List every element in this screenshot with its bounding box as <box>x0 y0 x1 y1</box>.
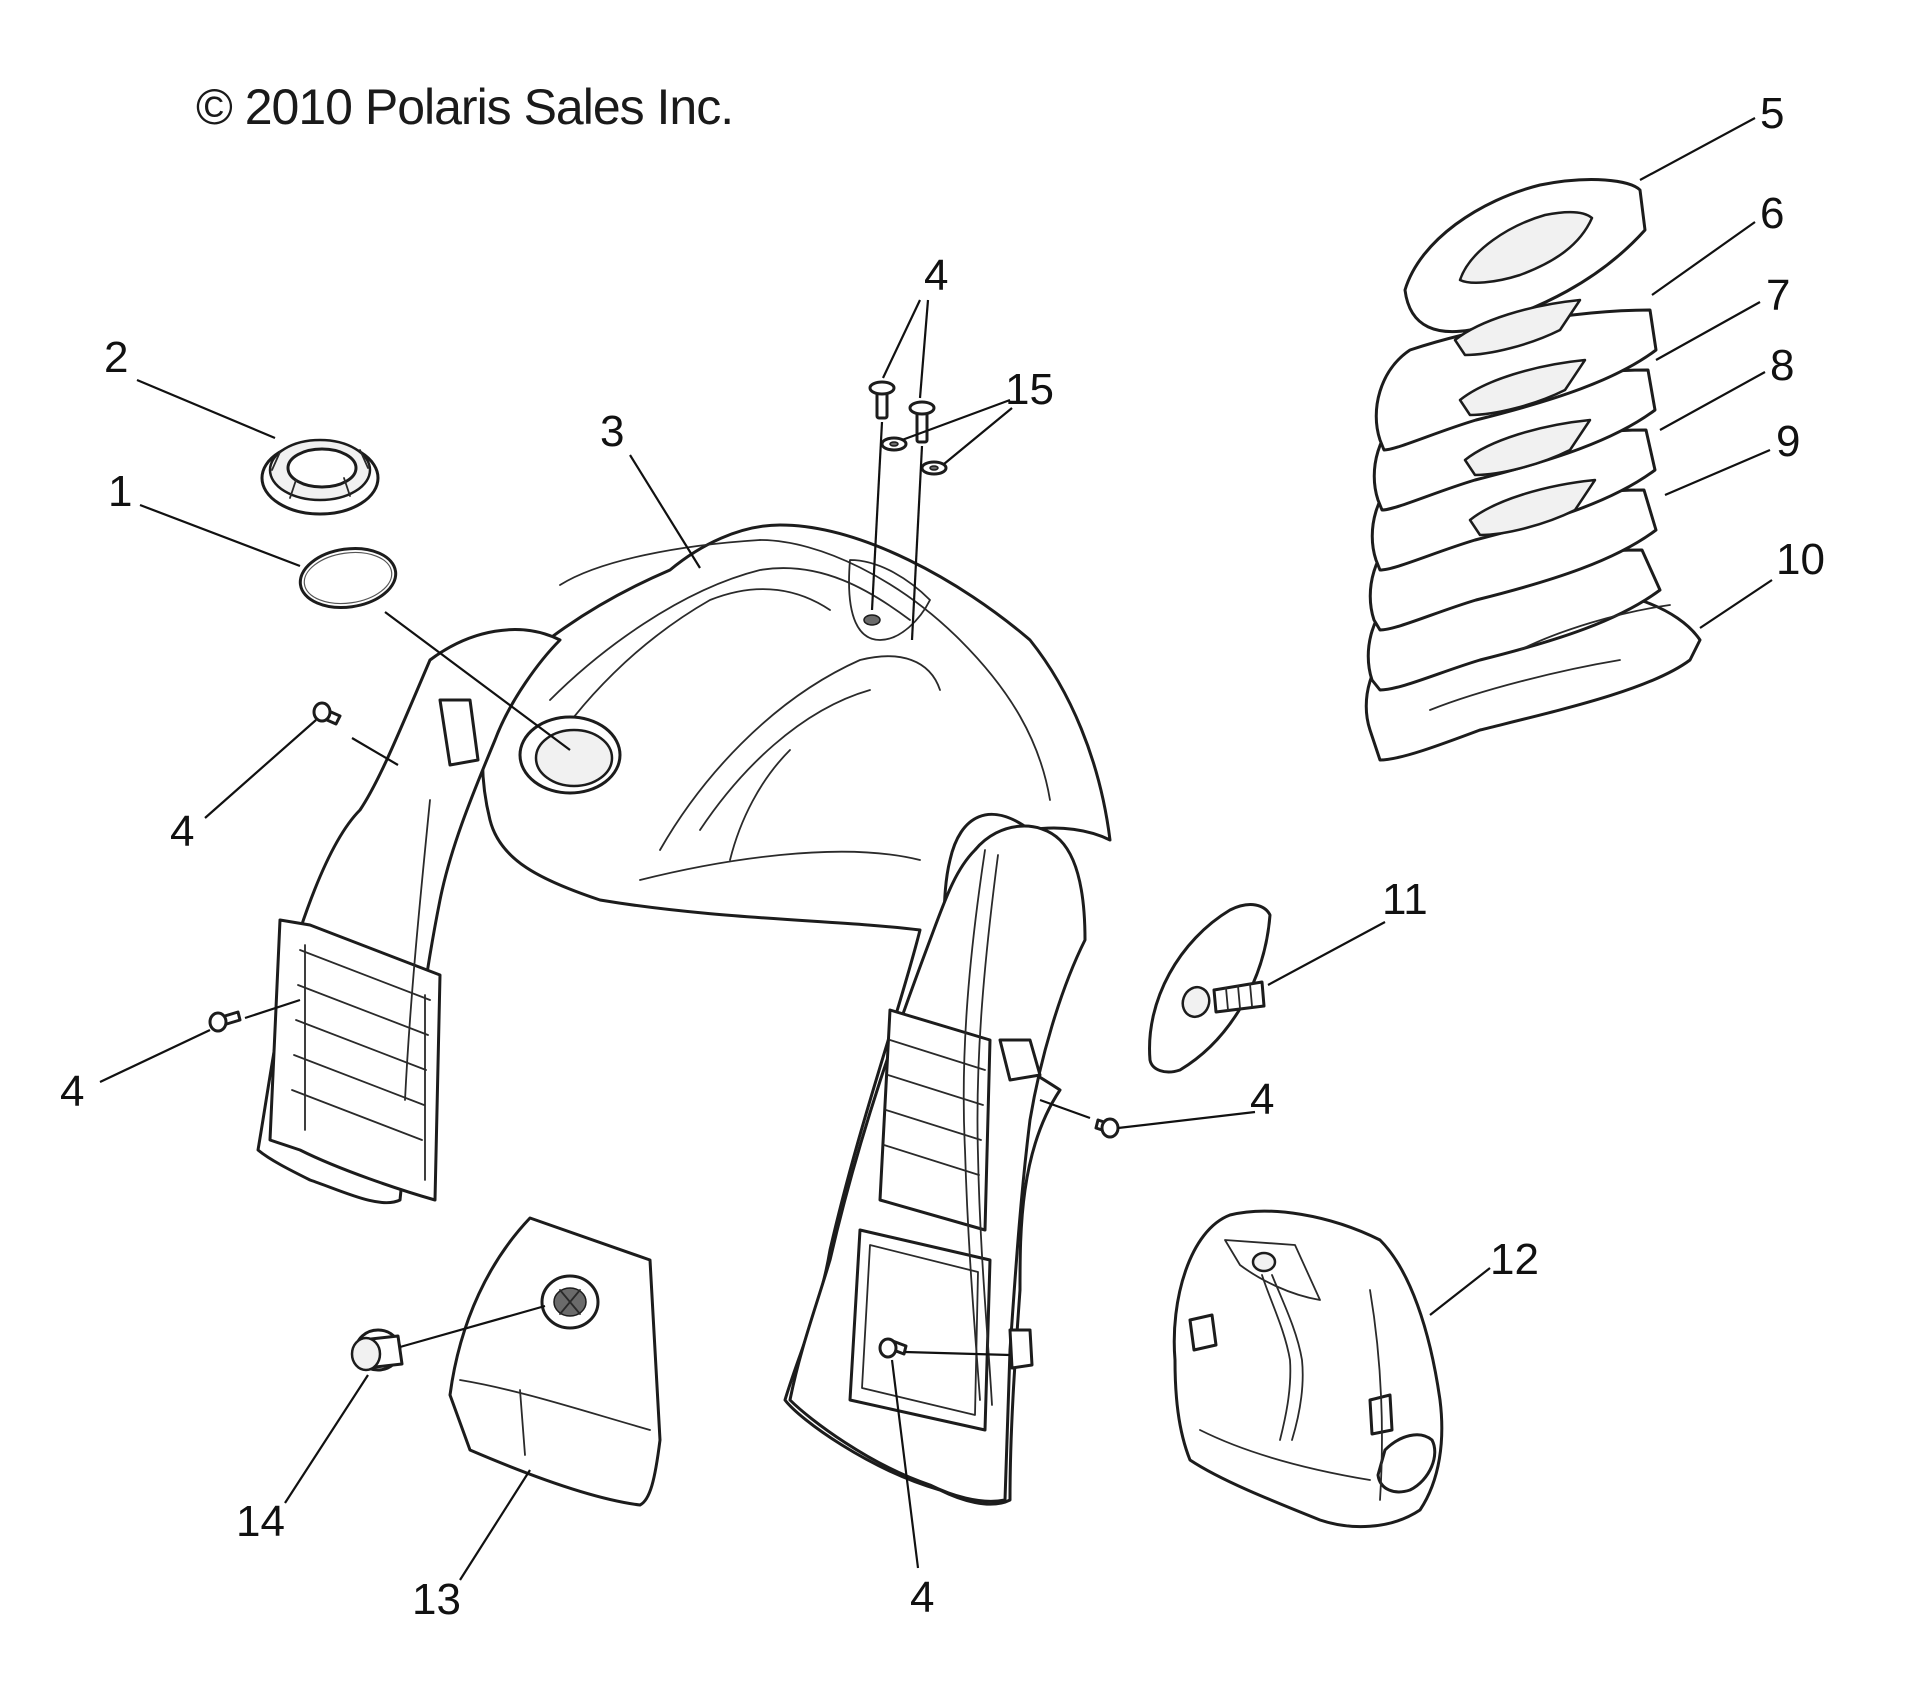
part-14-knob <box>350 1328 404 1372</box>
part-2-nut <box>260 438 380 516</box>
callout-1: 1 <box>108 467 132 516</box>
callout-labels: 1 2 3 4 4 4 4 4 5 6 7 8 9 10 11 12 13 14… <box>60 89 1825 1624</box>
callout-7: 7 <box>1766 271 1790 320</box>
callout-15: 15 <box>1005 365 1054 414</box>
callout-14: 14 <box>236 1497 285 1546</box>
callout-12: 12 <box>1490 1235 1539 1284</box>
leader-lines <box>99 117 1773 1581</box>
callout-4-top: 4 <box>924 251 948 300</box>
callout-13: 13 <box>412 1575 461 1624</box>
copyright-text: © 2010 Polaris Sales Inc. <box>196 79 733 135</box>
callout-3: 3 <box>600 407 624 456</box>
callout-4-bottom: 4 <box>910 1573 934 1622</box>
part-1-o-ring <box>298 547 398 609</box>
callout-9: 9 <box>1776 417 1800 466</box>
callout-2: 2 <box>104 333 128 382</box>
part-11-pad <box>1148 903 1272 1074</box>
part-13-cover-panel <box>448 1216 662 1507</box>
top-screws-washers <box>868 380 948 476</box>
small-screws <box>208 701 1120 1359</box>
callout-4-left-upper: 4 <box>170 807 194 856</box>
part-12-storage-box <box>1172 1209 1444 1528</box>
callout-5: 5 <box>1760 89 1784 138</box>
callout-8: 8 <box>1770 341 1794 390</box>
callout-10: 10 <box>1776 535 1825 584</box>
callout-4-left-lower: 4 <box>60 1067 84 1116</box>
stacked-panels <box>1364 178 1702 762</box>
callout-6: 6 <box>1760 189 1784 238</box>
callout-4-right: 4 <box>1250 1075 1274 1124</box>
part-3-console-body <box>256 523 1112 1506</box>
callout-11: 11 <box>1382 875 1428 924</box>
